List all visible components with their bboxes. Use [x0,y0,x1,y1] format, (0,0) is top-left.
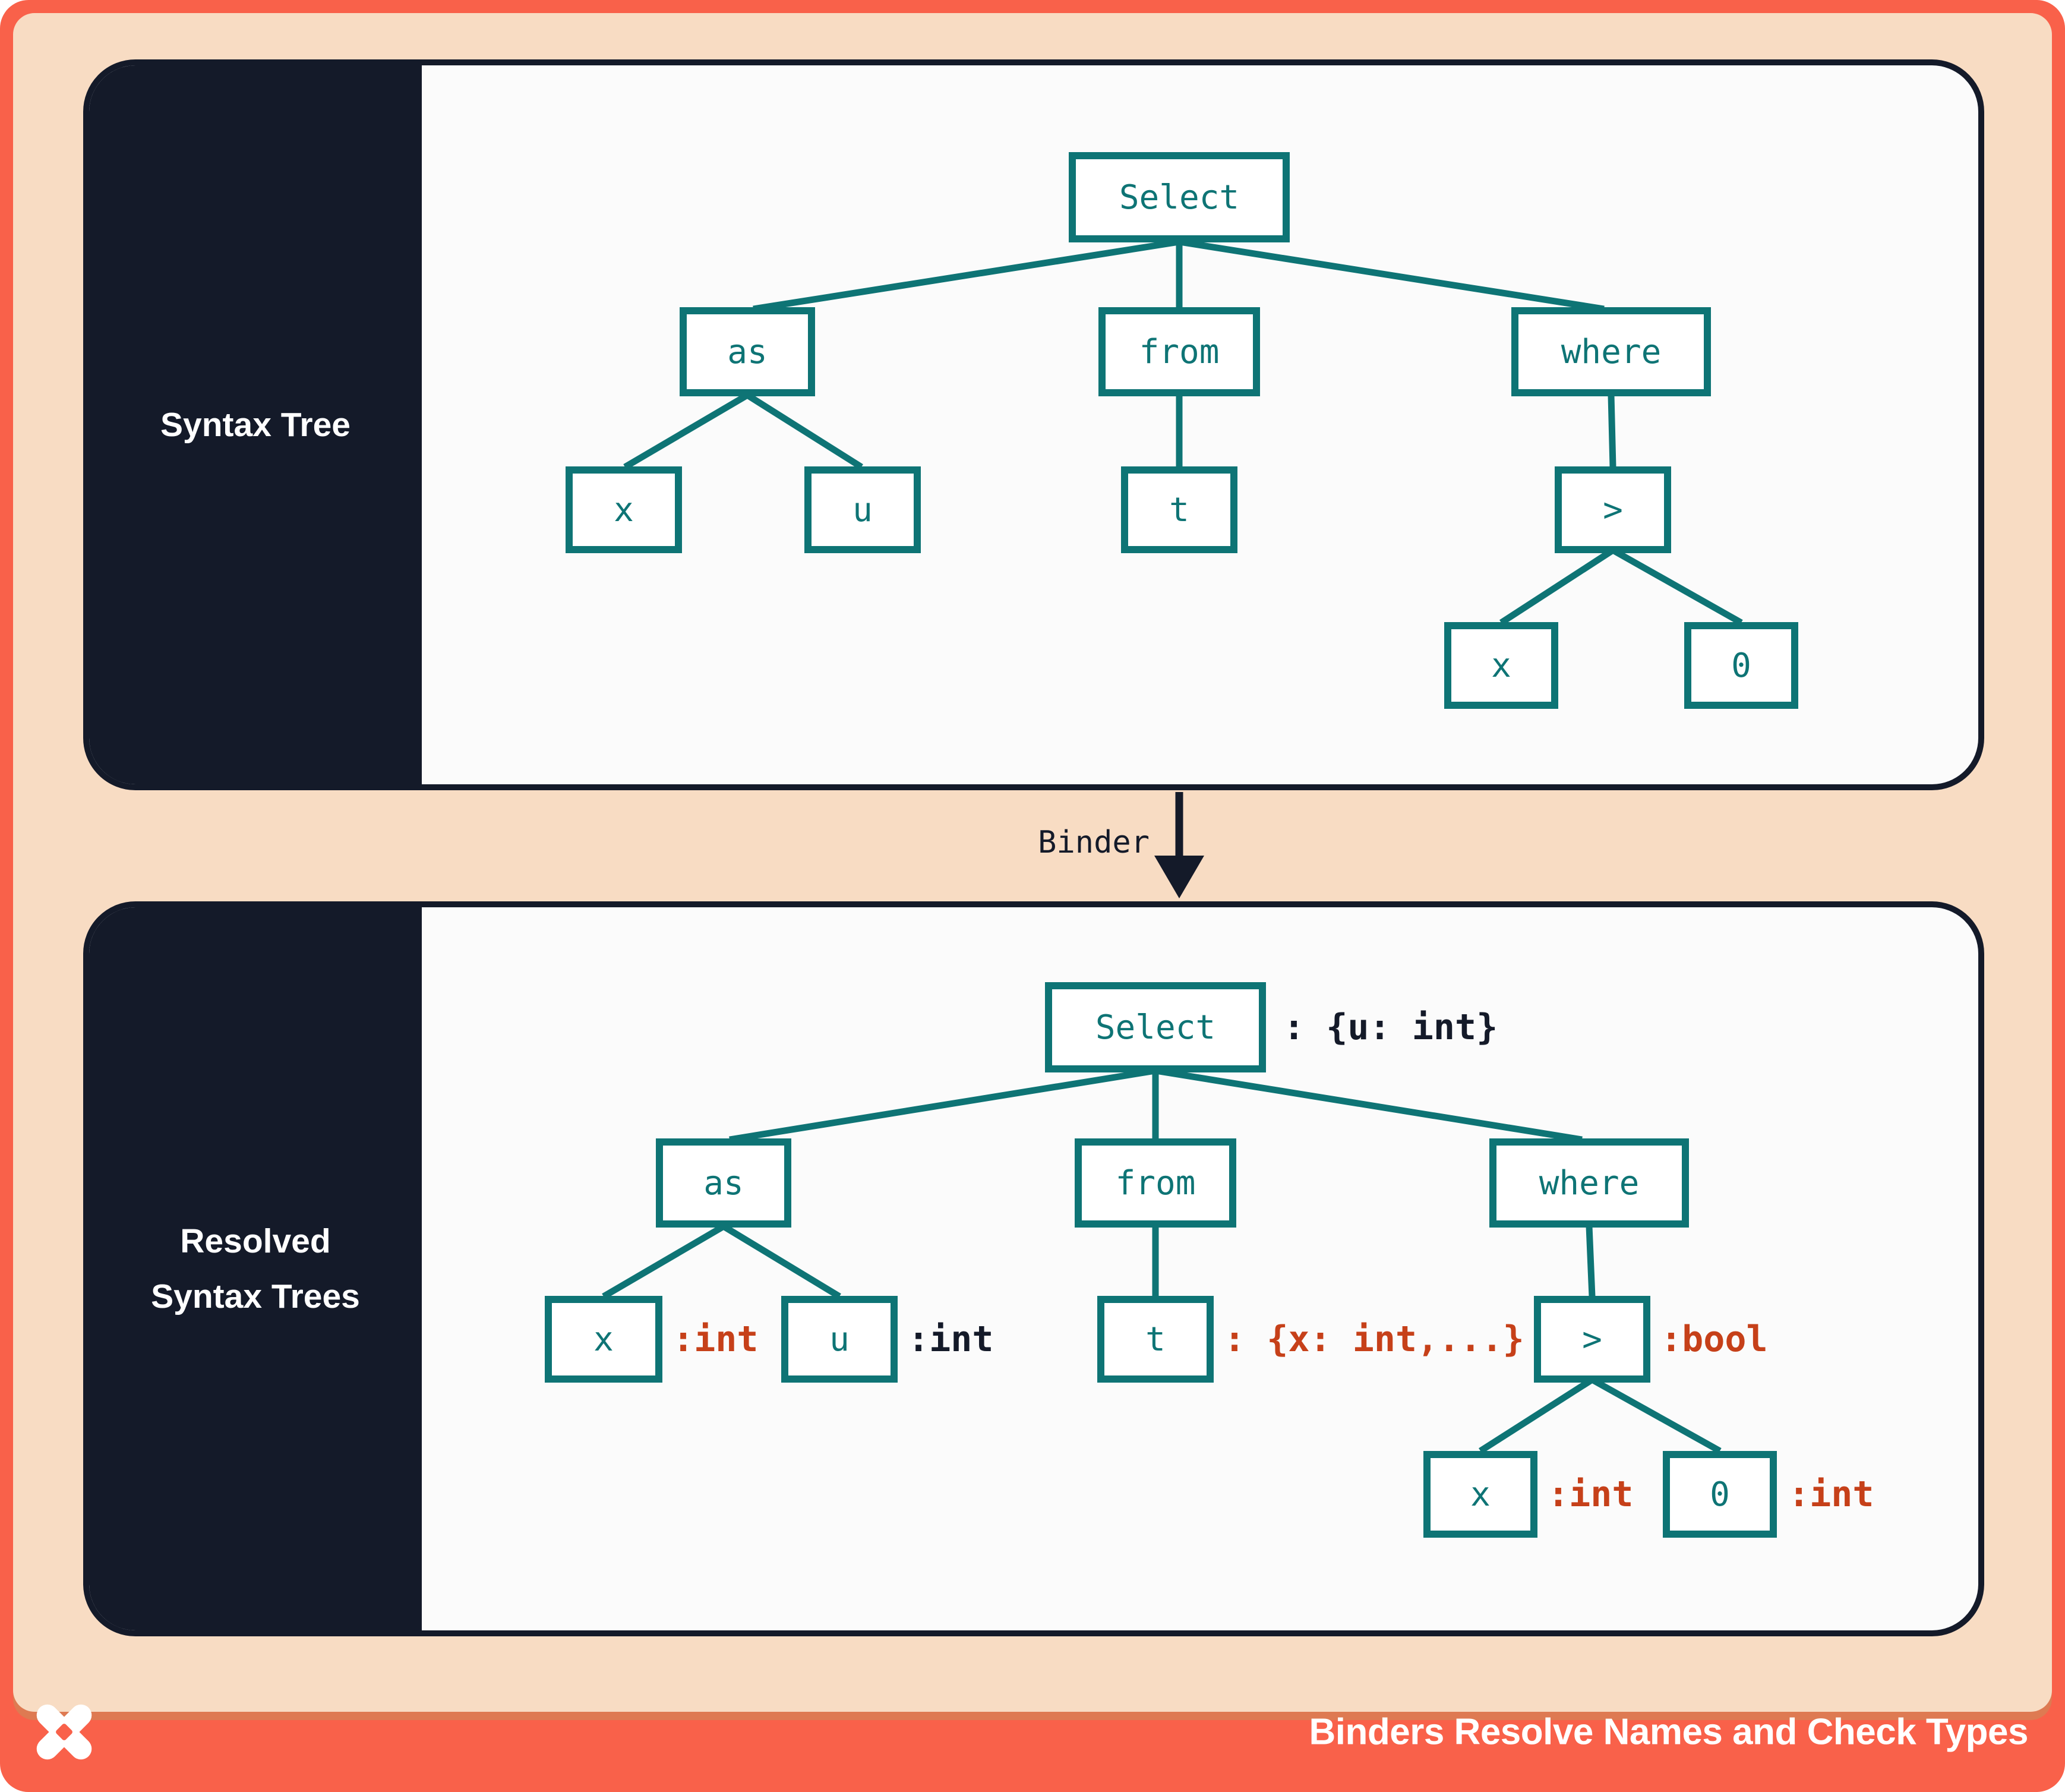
bottom-node-select: Select [1045,982,1266,1072]
type-annotation-gt: :bool [1660,1318,1768,1360]
top-node-from: from [1098,307,1260,396]
top-node-x1: x [566,466,682,553]
top-node-where: where [1511,307,1711,396]
bottom-node-zero: 0 [1663,1451,1777,1538]
top-node-t: t [1121,466,1237,553]
type-annotation-select: : {u: int} [1283,1007,1498,1048]
top-node-x2: x [1444,622,1558,709]
bottom-node-gt: > [1534,1296,1650,1383]
top-node-as: as [680,307,815,396]
bottom-node-t: t [1097,1296,1214,1383]
binder-arrow-label: Binder [1038,825,1150,860]
type-annotation-x1: :int [672,1318,759,1360]
top-node-select: Select [1069,152,1290,242]
panel-label-line1: Resolved [180,1222,331,1261]
syntax-tree-panel: Syntax Tree [83,59,1984,790]
bottom-node-from: from [1075,1138,1236,1228]
type-annotation-x2: :int [1548,1474,1634,1515]
bottom-node-u: u [781,1296,898,1383]
panel-label-line2: Syntax Trees [151,1277,360,1315]
type-annotation-t: : {x: int,...} [1224,1318,1524,1360]
resolved-panel-label: Resolved Syntax Trees [89,907,422,1630]
top-node-u: u [804,466,921,553]
dolt-pinwheel-logo [36,1704,92,1760]
top-node-gt: > [1555,466,1671,553]
panel-label-text: Syntax Tree [160,405,351,444]
footer-title: Binders Resolve Names and Check Types [1309,1711,2028,1753]
type-annotation-zero: :int [1788,1474,1874,1515]
type-annotation-u: :int [908,1318,994,1360]
syntax-tree-panel-label: Syntax Tree [89,65,422,784]
bottom-node-x2: x [1423,1451,1537,1538]
top-node-zero: 0 [1684,622,1798,709]
bottom-node-x1: x [545,1296,662,1383]
bottom-node-where: where [1489,1138,1689,1228]
bottom-node-as: as [656,1138,791,1228]
